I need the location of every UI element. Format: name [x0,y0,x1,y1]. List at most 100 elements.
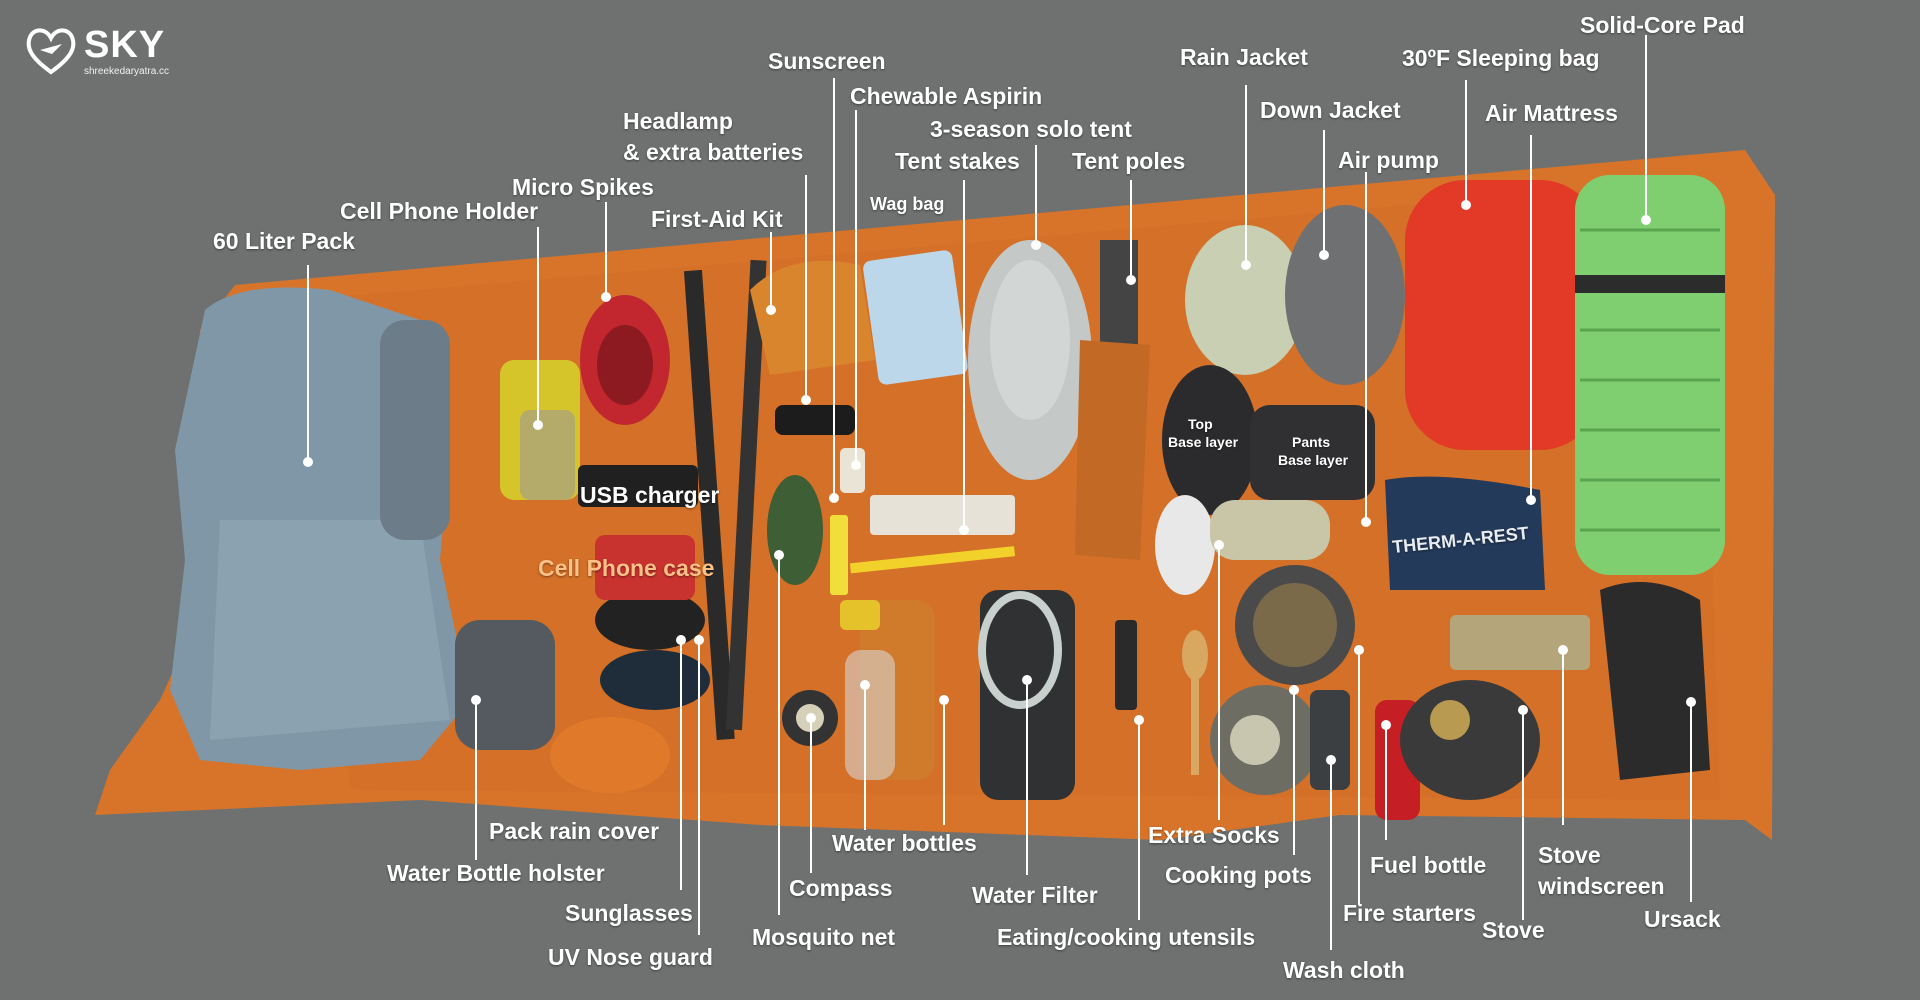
label-fire-starters: Fire starters [1343,900,1476,926]
leader-line [963,180,965,530]
leader-line [1035,145,1037,245]
leader-line [1218,545,1220,820]
leader-dot [1134,715,1144,725]
label-eating-cooking-utensils: Eating/cooking utensils [997,924,1256,950]
label-windscreen-line1: Stove [1538,842,1601,868]
label-fuel-bottle: Fuel bottle [1370,852,1487,878]
leader-dot [829,493,839,503]
label-headlamp-line1: Headlamp [623,108,733,134]
label-cooking-pots: Cooking pots [1165,862,1312,888]
leader-dot [959,525,969,535]
label-wash-cloth: Wash cloth [1283,957,1405,983]
label-cell-phone-case: Cell Phone case [538,555,715,581]
leader-dot [1031,240,1041,250]
leader-line [833,78,835,498]
label-rain-jacket: Rain Jacket [1180,44,1308,70]
label-windscreen-line2: windscreen [1538,873,1665,899]
leader-line [1026,680,1028,875]
leader-line [1358,650,1360,905]
brand-logo: SKY shreekedaryatra.cc [22,22,182,82]
label-compass: Compass [789,875,893,901]
leader-line [698,640,700,935]
leader-line [770,232,772,310]
leader-line [943,700,945,825]
leader-dot [601,292,611,302]
leader-dot [533,420,543,430]
leader-line [1293,690,1295,855]
leader-line [855,110,857,465]
label-sunscreen: Sunscreen [768,48,886,74]
leader-line [475,700,477,860]
leader-line [778,555,780,915]
leader-dot [801,395,811,405]
leader-line [307,265,309,462]
label-top-base-line2: Base layer [1168,434,1239,450]
leader-dot [303,457,313,467]
label-extra-socks: Extra Socks [1148,822,1280,848]
label-tent-stakes: Tent stakes [895,148,1020,174]
leader-line [1690,702,1692,902]
label-tent-poles: Tent poles [1072,148,1186,174]
logo-site: shreekedaryatra.cc [84,66,170,77]
label-solid-core-pad: Solid-Core Pad [1580,12,1745,38]
leader-dot [1641,215,1651,225]
label-air-pump: Air pump [1338,147,1439,173]
leader-dot [1214,540,1224,550]
leader-dot [1381,720,1391,730]
label-sleeping-bag: 30ºF Sleeping bag [1402,45,1600,71]
leader-dot [694,635,704,645]
leader-dot [1361,517,1371,527]
label-uv-nose-guard: UV Nose guard [548,944,713,970]
leader-line [1330,760,1332,950]
leader-line [1323,130,1325,255]
heart-logo-icon [26,28,76,75]
leader-line [1522,710,1524,920]
label-chewable-aspirin: Chewable Aspirin [850,83,1043,109]
leader-line [1365,172,1367,522]
leader-dot [1526,495,1536,505]
label-air-mattress: Air Mattress [1485,100,1618,126]
label-micro-spikes: Micro Spikes [512,174,654,200]
label-cell-phone-holder: Cell Phone Holder [340,198,539,224]
leader-dot [1461,200,1471,210]
leader-dot [766,305,776,315]
label-solo-tent: 3-season solo tent [930,116,1132,142]
label-water-filter: Water Filter [972,882,1098,908]
leader-line [810,718,812,873]
leader-dot [1558,645,1568,655]
leader-dot [1126,275,1136,285]
leader-dot [471,695,481,705]
leader-dot [676,635,686,645]
leader-dot [851,460,861,470]
logo-title: SKY [84,24,166,66]
leader-line [537,227,539,425]
label-water-bottles: Water bottles [832,830,977,856]
leader-dot [1022,675,1032,685]
leader-dot [1354,645,1364,655]
leader-line [1385,725,1387,840]
label-usb-charger: USB charger [580,482,720,508]
leader-line [1530,135,1532,500]
label-first-aid-kit: First-Aid Kit [651,206,783,232]
label-60-liter-pack: 60 Liter Pack [213,228,355,254]
leader-line [805,175,807,400]
leader-line [864,685,866,830]
leader-line [1245,85,1247,265]
label-pants-base-line2: Base layer [1278,452,1349,468]
label-wag-bag: Wag bag [870,194,945,214]
leader-line [1645,35,1647,220]
leader-dot [1319,250,1329,260]
leader-dot [806,713,816,723]
label-top-base-line1: Top [1188,416,1213,432]
leader-dot [939,695,949,705]
label-stove: Stove [1482,917,1545,943]
label-headlamp-line2: & extra batteries [623,139,804,165]
leader-dot [1241,260,1251,270]
leader-dot [1289,685,1299,695]
leader-dot [774,550,784,560]
leader-line [1130,180,1132,280]
leader-line [1465,80,1467,205]
leader-line [1562,650,1564,825]
leader-dot [860,680,870,690]
